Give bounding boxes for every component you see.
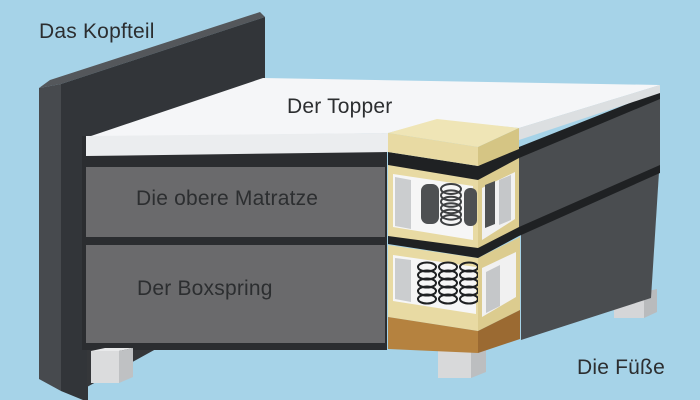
topper-foam-front-face (388, 133, 478, 166)
label-feet: Die Füße (577, 356, 665, 379)
label-headboard: Das Kopfteil (39, 20, 155, 43)
pocket-spring-icon (464, 188, 477, 226)
boxspring-front-panel (86, 245, 385, 343)
boxspring-cutaway (388, 237, 520, 353)
boxspring-side-panel (521, 172, 659, 340)
topper-foam-top-face (388, 119, 519, 147)
label-upper-mattress: Die obere Matratze (136, 187, 319, 210)
topper-top-surface (88, 78, 660, 137)
headboard-top-face (39, 12, 265, 88)
label-boxspring: Der Boxspring (137, 277, 273, 300)
foot-front-face (91, 351, 119, 383)
upper-mattress-side-panel (519, 97, 660, 230)
pocket-spring-icon (421, 184, 439, 224)
bed-foot-front-right (438, 347, 486, 378)
topper-right-face (519, 85, 660, 140)
wood-base-side (478, 310, 520, 353)
foot-front-face (438, 351, 471, 378)
topper-front-face (86, 133, 388, 156)
bed-foot-front-left (91, 348, 133, 383)
foam-pillar (499, 175, 511, 225)
wood-base-front (388, 317, 478, 353)
foot-side-face (471, 347, 486, 378)
foam-pillar (395, 258, 411, 302)
upper-mattress-front-panel (86, 167, 385, 237)
upper-mattress-cutaway (388, 157, 519, 250)
pocket-spring-icon (485, 181, 495, 228)
coil-spring-icon (440, 183, 462, 226)
topper-foam-right-face (478, 128, 519, 166)
foam-pillar (395, 177, 411, 229)
foam-pillar (486, 265, 500, 313)
foot-side-face (119, 348, 133, 383)
headboard-left-face (39, 84, 61, 391)
label-topper: Der Topper (287, 95, 393, 118)
topper-layer (86, 78, 660, 166)
